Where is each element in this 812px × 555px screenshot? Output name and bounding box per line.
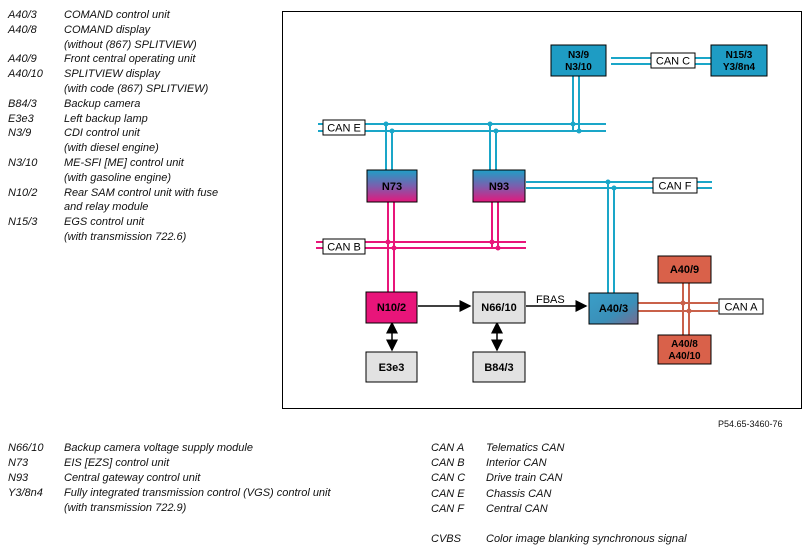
svg-text:N66/10: N66/10 [481,302,516,314]
legend-description: Left backup lamp [64,112,148,125]
legend-code: A40/10 [8,68,43,81]
legend-description: Central CAN [486,502,548,515]
legend-code: B84/3 [8,97,37,110]
legend-code: CAN A [431,442,465,454]
figure-reference: P54.65-3460-76 [718,419,783,429]
svg-text:A40/3: A40/3 [599,303,628,315]
can-e-bus [318,75,606,170]
can-a-bus [638,283,718,335]
legend-description: EIS [EZS] control unit [64,457,170,469]
svg-text:N10/2: N10/2 [377,302,406,314]
legend-description: Backup camera [64,97,141,110]
legend-description: Central gateway control unit [64,472,201,484]
svg-text:E3e3: E3e3 [379,362,405,374]
legend-description: SPLITVIEW display [64,68,160,81]
legend-description: (with code (867) SPLITVIEW) [64,83,209,95]
unit-e3e3: E3e3 [365,351,418,383]
svg-text:CAN F: CAN F [659,181,692,193]
svg-text:Y3/8n4: Y3/8n4 [723,62,756,73]
legend-description: ME-SFI [ME] control unit [64,157,184,169]
legend-code: A40/3 [8,9,37,21]
legend-description: (with transmission 722.6) [64,231,187,243]
unit-n3: N3/9 N3/10 [550,44,607,77]
svg-text:CAN E: CAN E [327,123,361,135]
unit-a40-3: A40/3 [588,292,639,325]
legend-description: and relay module [64,201,149,214]
legend-code: CAN F [431,502,464,515]
legend-code: CVBS [431,533,461,546]
legend-description: (with diesel engine) [64,142,159,155]
svg-text:A40/10: A40/10 [668,351,701,362]
svg-text:N15/3: N15/3 [726,50,753,61]
unit-a40-8: A40/8 A40/10 [657,334,712,365]
legend-code: CAN C [431,472,466,485]
legend-description: Color image blanking synchronous signal [486,533,687,546]
legend-description: Telematics CAN [486,442,565,454]
diagram-frame [282,11,802,409]
legend-description: CDI control unit [64,127,140,140]
bus-label-can-a: CAN A [718,298,764,315]
unit-n93: N93 [472,169,526,203]
legend-description: (without (867) SPLITVIEW) [64,38,197,51]
legend-description: (with transmission 722.9) [64,502,187,514]
unit-a40-9: A40/9 [657,255,712,284]
junction-dots [383,121,617,191]
legend-description: Interior CAN [486,457,547,470]
legend-description: Backup camera voltage supply module [64,442,253,454]
svg-text:CAN B: CAN B [327,242,361,254]
legend-code: E3e3 [8,112,34,125]
bus-label-can-c: CAN C [650,52,696,69]
legend-code: CAN E [431,487,465,500]
legend-description: Rear SAM control unit with fuse [64,186,219,199]
legend-code: Y3/8n4 [8,487,43,499]
unit-n10-2: N10/2 [365,291,418,324]
legend-description: EGS control unit [64,216,145,229]
svg-text:N3/9: N3/9 [568,50,590,61]
legend-description: Drive train CAN [486,472,563,485]
legend-bottom-left: N66/10 Backup camera voltage supply modul… [8,442,408,522]
legend-description: (with gasoline engine) [64,171,172,184]
fbas-label: FBAS [536,294,565,306]
svg-text:A40/8: A40/8 [671,339,698,350]
unit-n15: N15/3 Y3/8n4 [710,44,768,77]
legend-description: COMAND control unit [64,9,170,21]
unit-n73: N73 [366,169,418,203]
legend-code: N15/3 [8,216,38,229]
bus-label-can-b: CAN B [322,238,366,255]
svg-text:N3/10: N3/10 [565,62,592,73]
legend-code: A40/8 [8,23,37,36]
legend-description: Fully integrated transmission control (V… [64,487,331,499]
legend-bottom-right: CAN A Telematics CAN CAN B Interior CAN CAN … [431,442,801,552]
bus-label-can-e: CAN E [322,119,366,136]
legend-code: N3/10 [8,157,38,169]
unit-n66-10: N66/10 [472,291,526,324]
svg-text:N93: N93 [489,181,509,193]
svg-text:CAN C: CAN C [656,56,690,68]
legend-code: N3/9 [8,127,32,140]
legend-description: Front central operating unit [64,53,196,66]
bus-label-can-f: CAN F [652,177,698,194]
legend-code: N10/2 [8,186,38,199]
legend-code: N73 [8,457,29,469]
unit-b84-3: B84/3 [472,351,526,383]
svg-text:N73: N73 [382,181,402,193]
legend-code: N66/10 [8,442,44,454]
legend-code: CAN B [431,457,465,470]
svg-text:CAN A: CAN A [724,302,758,314]
svg-text:A40/9: A40/9 [670,264,699,276]
legend-description: Chassis CAN [486,487,552,500]
legend-description: COMAND display [64,23,151,36]
svg-text:B84/3: B84/3 [484,362,513,374]
legend-code: A40/9 [8,53,37,66]
legend-code: N93 [8,472,29,484]
